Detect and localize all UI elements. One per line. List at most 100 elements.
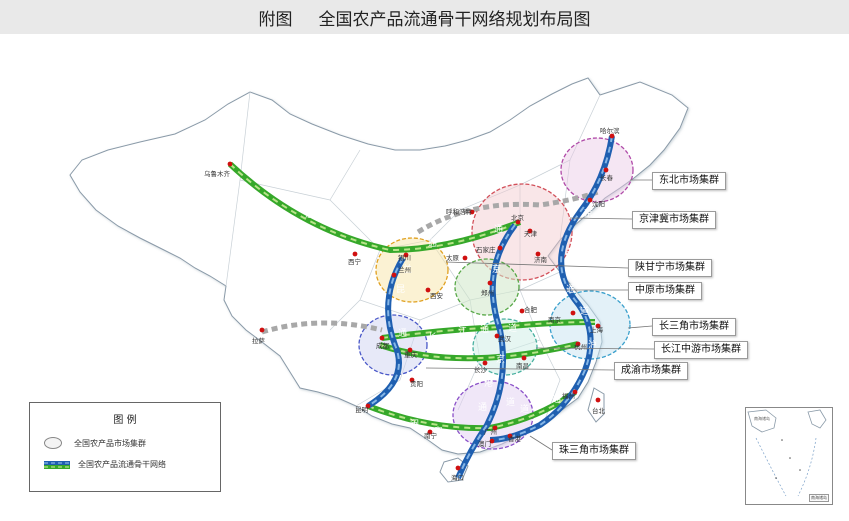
cluster-northeast: [560, 137, 634, 203]
city-changchun: 长春: [600, 167, 614, 182]
city-tianjin: 天津: [524, 228, 538, 238]
city-chengdu: 成都: [376, 335, 390, 350]
svg-text:贵阳: 贵阳: [410, 379, 423, 388]
svg-text:昆明: 昆明: [355, 406, 369, 414]
route-char: 通: [480, 324, 489, 335]
city-jinan: 济南: [534, 251, 548, 264]
route-char: 道: [580, 305, 589, 317]
city-zhengzhou: 郑州: [481, 280, 494, 297]
svg-text:广州: 广州: [484, 427, 497, 436]
cluster-central: [454, 258, 520, 316]
route-minyue: [366, 389, 577, 432]
city-hongkong: 香港: [507, 433, 522, 443]
route-jinglan: [227, 161, 522, 254]
label-northeast-cluster: 东北市场集群: [652, 172, 726, 190]
route-char: 粤: [434, 425, 443, 437]
city-macau: 澳门: [478, 438, 495, 448]
legend-cluster-label: 全国农产品市场集群: [74, 438, 146, 448]
route-char: 通: [494, 224, 503, 235]
svg-text:乌鲁木齐: 乌鲁木齐: [204, 169, 231, 178]
svg-text:太原: 太原: [446, 253, 460, 262]
route-jinggang: [455, 223, 518, 480]
legend-row-route: 全国农产品流通骨干网络: [44, 459, 166, 470]
cluster-symbol-icon: [44, 437, 62, 449]
legend-route-label: 全国农产品流通骨干网络: [78, 460, 166, 469]
city-shenyang: 沈阳: [587, 197, 605, 208]
label-central-cluster: 中原市场集群: [628, 282, 702, 300]
svg-text:西安: 西安: [430, 291, 444, 300]
city-lhasa: 拉萨: [252, 327, 266, 345]
svg-text:合肥: 合肥: [524, 305, 538, 314]
svg-text:济南: 济南: [534, 255, 548, 264]
svg-text:石家庄: 石家庄: [476, 245, 496, 254]
label-yangtze-mid-cluster: 长江中游市场集群: [654, 341, 748, 359]
svg-text:银川: 银川: [398, 253, 411, 262]
svg-text:郑州: 郑州: [481, 289, 494, 297]
route-char: 道: [520, 403, 529, 415]
route-char: 通: [566, 284, 575, 295]
route-char: 通: [428, 238, 437, 249]
route-char: 道: [508, 322, 517, 334]
route-char: 通: [552, 394, 561, 405]
city-nanchang: 南昌: [516, 355, 529, 370]
city-wuhan: 武汉: [494, 333, 512, 343]
route-char: 道: [506, 396, 515, 408]
inset-islands-label: 南海诸岛: [754, 415, 770, 421]
route-lhasa-chengdu: [261, 320, 383, 335]
label-pearl-delta-cluster: 珠三角市场集群: [552, 442, 636, 460]
south-china-sea-inset: 南海诸岛 南海诸岛: [745, 407, 833, 505]
figure-prefix: 附图: [258, 9, 293, 30]
route-symbol-icon: [44, 460, 70, 469]
city-guiyang: 贵阳: [409, 377, 423, 388]
svg-text:武汉: 武汉: [498, 334, 512, 343]
svg-text:上海: 上海: [590, 325, 604, 334]
city-urumqi: 乌鲁木齐: [204, 161, 233, 178]
label-shaanganning-cluster: 陕甘宁市场集群: [628, 259, 712, 277]
svg-text:香港: 香港: [508, 434, 522, 443]
label-yangtze-delta-cluster: 长三角市场集群: [652, 318, 736, 336]
legend: 图 例 全国农产品市场集群 全国农产品流通骨干网络: [29, 402, 221, 492]
city-hefei: 合肥: [519, 305, 538, 314]
label-jingjinji-cluster: 京津冀市场集群: [632, 211, 716, 229]
svg-text:福州: 福州: [562, 391, 575, 400]
svg-text:海口: 海口: [451, 473, 464, 482]
title-bar: 附图 全国农产品流通骨干网络规划布局图: [0, 0, 849, 34]
city-xining: 西宁: [348, 251, 362, 266]
city-yinchuan: 银川: [398, 252, 411, 262]
inset-caption: 南海诸岛: [809, 494, 829, 502]
city-hohhot: 呼和浩特: [446, 207, 475, 216]
taiwan-outline: [587, 387, 605, 423]
svg-text:杭州: 杭州: [574, 342, 587, 351]
svg-text:呼和浩特: 呼和浩特: [446, 207, 473, 216]
route-char: 京: [305, 208, 314, 220]
route-char: 通: [398, 328, 407, 339]
route-char: 哈: [566, 249, 575, 261]
svg-text:天津: 天津: [524, 230, 538, 238]
svg-text:北京: 北京: [511, 213, 525, 222]
svg-text:西宁: 西宁: [348, 257, 362, 266]
route-char: 京: [496, 353, 505, 365]
city-fuzhou: 福州: [562, 389, 578, 400]
map-title: 全国农产品流通骨干网络规划布局图: [318, 9, 591, 30]
svg-text:长沙: 长沙: [474, 365, 488, 374]
label-chengyu-cluster: 成渝市场集群: [614, 362, 688, 380]
svg-text:成都: 成都: [376, 341, 390, 350]
route-char: 长: [428, 331, 437, 343]
city-haikou: 海口: [451, 465, 464, 482]
city-guangzhou: 广州: [484, 425, 498, 436]
route-lankun: [366, 256, 406, 409]
svg-text:重庆: 重庆: [404, 350, 418, 359]
city-kunming: 昆明: [355, 403, 371, 414]
city-lanzhou: 兰州: [391, 265, 411, 278]
legend-row-cluster: 全国农产品市场集群: [44, 437, 146, 449]
city-taipei: 台北: [592, 397, 606, 415]
city-nanjing: 南京: [548, 310, 576, 324]
route-char: 昆: [396, 284, 405, 295]
city-beijing: 北京: [511, 213, 525, 225]
legend-title: 图 例: [113, 415, 137, 426]
route-char: 沪: [588, 339, 597, 351]
city-shijiazhuang: 石家庄: [476, 245, 503, 254]
route-hohhot-shenyang: [416, 189, 599, 235]
route-char: 兰: [403, 263, 412, 275]
